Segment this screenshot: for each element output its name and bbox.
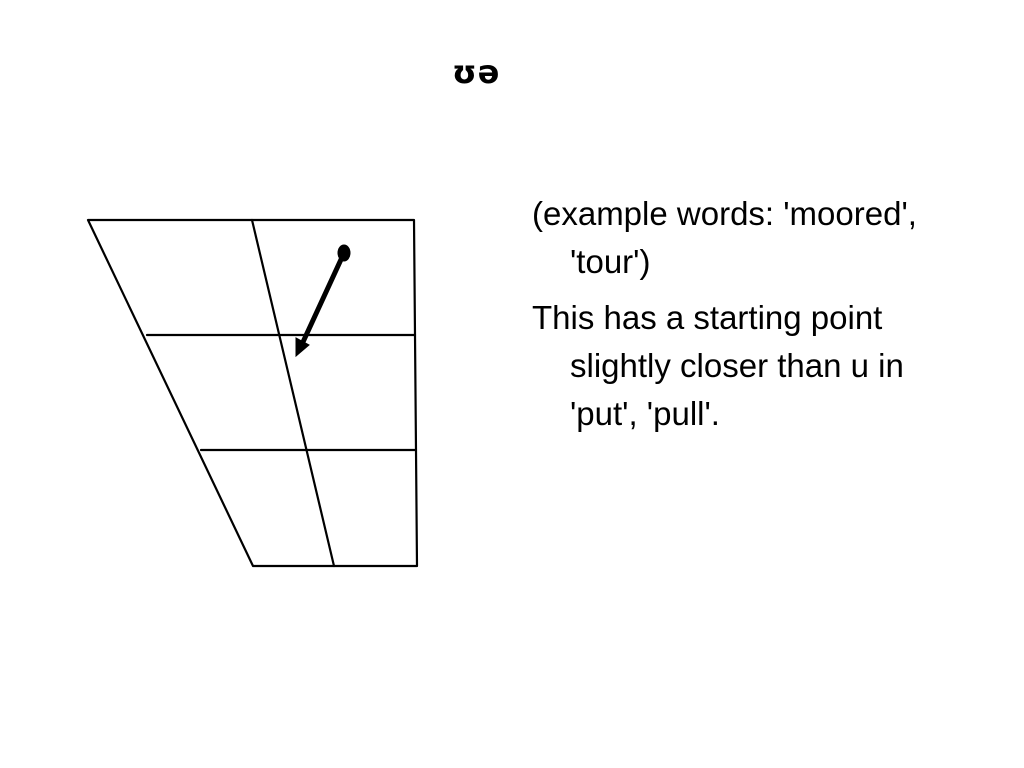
quadrilateral-outline <box>86 218 419 568</box>
example-words-text: (example words: 'moored', 'tour') <box>532 195 917 280</box>
glide-arrow <box>295 244 351 358</box>
slide-title: ʊə <box>452 53 501 91</box>
vertical-line-central <box>250 218 336 568</box>
glide-arrowhead <box>295 337 310 358</box>
description-text: This has a starting point slightly close… <box>532 299 904 432</box>
vowel-quadrilateral-diagram <box>86 218 419 568</box>
slide-body-text: (example words: 'moored', 'tour') This h… <box>532 190 972 446</box>
glide-start-dot <box>337 244 351 262</box>
